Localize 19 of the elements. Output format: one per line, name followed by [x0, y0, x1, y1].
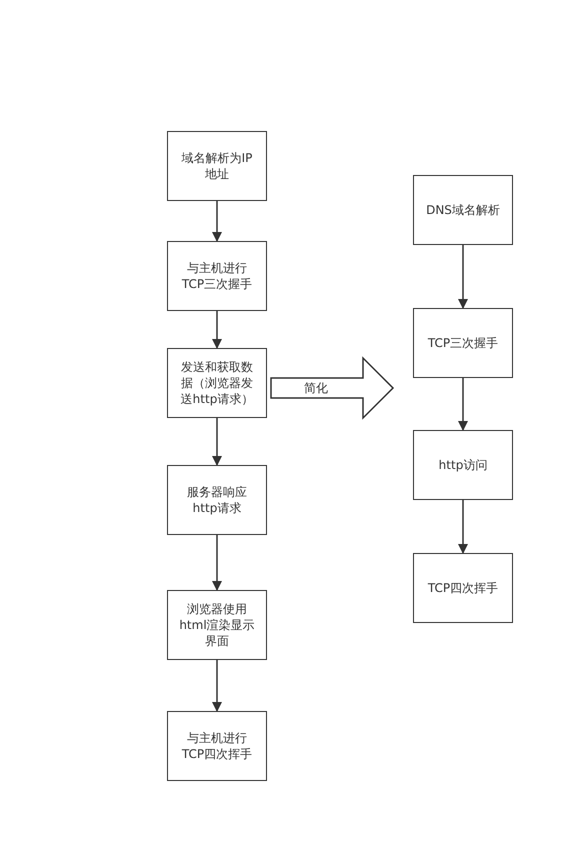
process-box: TCP三次握手	[413, 308, 513, 378]
process-box: 与主机进行TCP四次挥手	[167, 711, 267, 781]
process-box: 浏览器使用html渲染显示界面	[167, 590, 267, 660]
arrow	[212, 418, 222, 466]
process-box: TCP四次挥手	[413, 553, 513, 623]
process-box: 服务器响应http请求	[167, 465, 267, 535]
process-box: 域名解析为IP地址	[167, 131, 267, 201]
arrow	[212, 660, 222, 712]
process-box: 发送和获取数据（浏览器发送http请求）	[167, 348, 267, 418]
process-box: http访问	[413, 430, 513, 500]
process-box: 与主机进行TCP三次握手	[167, 241, 267, 311]
arrow	[458, 378, 468, 431]
edge-label: 简化	[303, 380, 329, 397]
arrow	[212, 311, 222, 349]
process-box: DNS域名解析	[413, 175, 513, 245]
arrow	[212, 201, 222, 242]
arrow	[458, 500, 468, 554]
arrow	[458, 245, 468, 309]
arrow	[212, 535, 222, 591]
